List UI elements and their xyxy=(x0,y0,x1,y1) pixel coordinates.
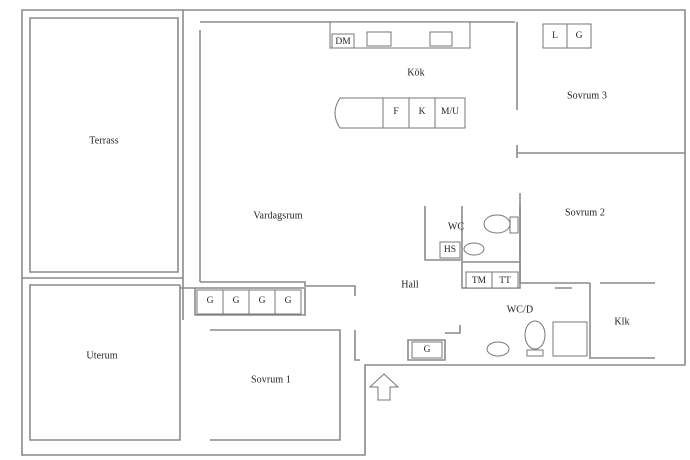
wcd-toilet-tank xyxy=(526,349,544,357)
room-label-hall: Hall xyxy=(401,279,419,291)
tt-box xyxy=(491,271,519,289)
wardrobe-g3 xyxy=(248,289,276,315)
fixture-label-f: F xyxy=(393,107,399,117)
wcd-sink xyxy=(486,341,510,357)
wc-wall xyxy=(424,206,463,261)
fixture-label-g-hall: G xyxy=(423,345,431,355)
room-label-klk: Klk xyxy=(614,316,630,328)
sink-box xyxy=(366,31,392,47)
stove-box xyxy=(429,31,453,47)
room-label-uterum: Uterum xyxy=(86,350,118,362)
fixture-label-g4: G xyxy=(284,296,292,306)
wc-sink xyxy=(463,242,485,256)
room-label-sovrum2: Sovrum 2 xyxy=(565,207,605,219)
room-label-terrass: Terrass xyxy=(89,135,119,147)
fixture-label-g2: G xyxy=(232,296,240,306)
sovrum1-east-wall xyxy=(354,330,360,361)
hall-closet-wall xyxy=(407,339,446,361)
hall-door-wall xyxy=(445,325,461,334)
fixture-label-tt: TT xyxy=(499,276,511,286)
room-label-sovrum1: Sovrum 1 xyxy=(251,374,291,386)
wardrobe-g1 xyxy=(196,289,224,315)
room-label-kok: Kök xyxy=(407,67,425,79)
fixture-label-dm: DM xyxy=(335,37,351,47)
wardrobe-g-s3 xyxy=(566,23,592,49)
fixture-label-mu: M/U xyxy=(441,107,459,117)
wardrobe-l xyxy=(542,23,568,49)
sovrum1-inner xyxy=(210,329,341,441)
hs-box xyxy=(439,241,461,259)
fixture-label-l: L xyxy=(552,31,558,41)
fixture-label-hs: HS xyxy=(443,245,457,255)
terrace-inner xyxy=(29,17,179,273)
uterum-wall-inner xyxy=(29,284,181,441)
klk-wall xyxy=(589,283,655,359)
fixture-label-k: K xyxy=(418,107,426,117)
microwave-box xyxy=(434,97,466,129)
room-label-wc: WC xyxy=(447,221,465,233)
sovrum2-north-wall xyxy=(519,193,590,284)
dishwasher-box xyxy=(331,33,355,49)
fixture-label-tm: TM xyxy=(471,276,487,286)
freezer-box xyxy=(408,97,436,129)
room-label-wcd: WC/D xyxy=(506,304,534,316)
entrance-arrow xyxy=(368,373,400,401)
fixture-label-g-s3: G xyxy=(575,31,583,41)
fixture-label-g3: G xyxy=(258,296,266,306)
living-south-wall xyxy=(200,281,356,296)
outer-wall xyxy=(21,9,686,456)
wc-toilet xyxy=(483,214,511,234)
wardrobe-g-hall xyxy=(411,341,443,359)
wcd-wall xyxy=(461,261,521,289)
wc-toilet-tank xyxy=(509,216,519,234)
fixture-label-g1: G xyxy=(206,296,214,306)
wcd-toilet xyxy=(524,320,546,350)
fridge-box xyxy=(382,97,410,129)
shower xyxy=(552,321,588,357)
wardrobe-g4 xyxy=(274,289,302,315)
room-label-sovrum3: Sovrum 3 xyxy=(567,90,607,102)
room-label-vardagsrum: Vardagsrum xyxy=(253,210,303,222)
sovrum1-north-wall xyxy=(180,287,306,316)
